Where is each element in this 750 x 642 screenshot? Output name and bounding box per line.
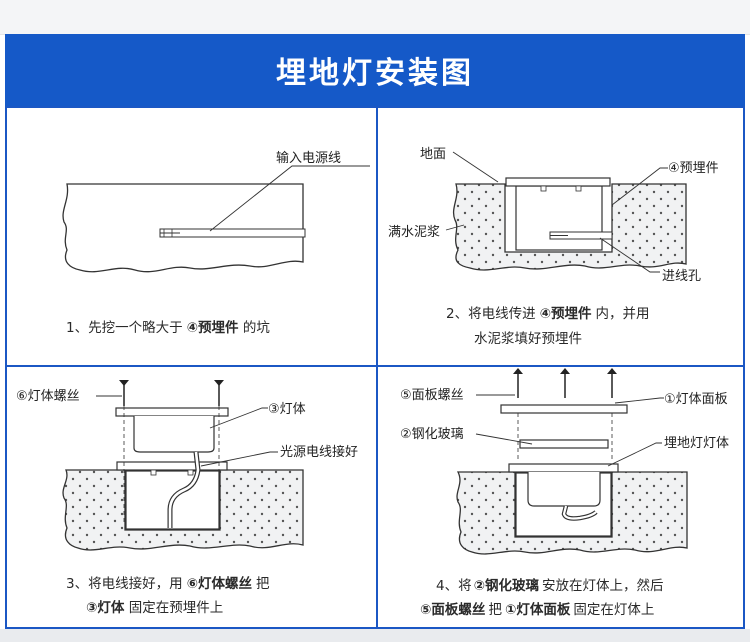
caption-bold: ①灯体面板 [505, 601, 571, 618]
connect-wire-label: 光源电线接好 [280, 444, 358, 460]
panel-screw-middle [560, 368, 570, 398]
caption-bold: ③灯体 [86, 599, 125, 616]
ground-label: 地面 [420, 147, 446, 162]
panel-2-caption-line2: 水泥浆填好预埋件 [474, 331, 582, 347]
caption-text: 固定在灯体上 [573, 602, 654, 618]
vertical-divider [376, 106, 378, 629]
caption-text: 安放在灯体上，然后 [542, 577, 664, 594]
lamp-flange [115, 407, 229, 417]
panel-3-caption-line2: ③灯体 固定在预埋件上 [86, 599, 223, 616]
lamp-body [527, 472, 601, 507]
embedded-part [515, 185, 603, 251]
lamp-flange [508, 463, 619, 473]
caption-text: 2、将电线传进 [446, 306, 536, 322]
input-power-wire-label: 输入电源线 [276, 150, 341, 166]
concrete-block [62, 469, 304, 551]
leader-line [209, 407, 268, 429]
face-panel-label: ①灯体面板 [664, 392, 728, 407]
leader-line [607, 442, 662, 467]
diagram-frame [5, 106, 745, 629]
caption-bold: ④预埋件 [187, 319, 239, 336]
caption-bold: ⑥灯体螺丝 [187, 575, 253, 592]
concrete-block [452, 183, 687, 271]
page-title: 埋地灯安装图 [276, 56, 474, 91]
leader-line [475, 433, 533, 445]
body-screw-label: ⑥灯体螺丝 [16, 389, 80, 404]
caption-text: 固定在预埋件上 [124, 600, 223, 616]
ground-surface [505, 177, 611, 187]
leader-line [452, 151, 499, 183]
power-cable [159, 228, 306, 238]
horizontal-divider [5, 365, 745, 367]
leader-line [200, 451, 278, 467]
title-banner: 埋地灯安装图 [5, 34, 745, 106]
screw-left [119, 380, 129, 525]
tab [187, 469, 194, 476]
tab [575, 185, 582, 192]
caption-text: 4、将 [436, 578, 472, 594]
bottom-strip [0, 629, 750, 642]
leader-line [614, 397, 664, 404]
leader-line [611, 167, 668, 206]
lamp-body-label: 埋地灯灯体 [664, 436, 729, 451]
screw-right [214, 380, 224, 525]
caption-text: 1、先挖一个略大于 [66, 320, 183, 336]
caption-text: 内，并用 [596, 306, 650, 322]
ground-block [62, 183, 304, 273]
power-cable [549, 231, 613, 240]
caption-bold: ④预埋件 [540, 305, 592, 322]
panel-screw-label: ⑤面板螺丝 [400, 388, 464, 403]
lamp-body [133, 416, 215, 453]
tempered-glass [519, 439, 609, 449]
ground-surface [116, 461, 228, 471]
caption-text: 把 [256, 576, 270, 592]
leader-line [445, 224, 465, 231]
face-panel [500, 404, 628, 414]
caption-text: 把 [488, 602, 502, 618]
caption-text: 的坑 [239, 320, 270, 336]
tempered-glass-label: ②钢化玻璃 [400, 427, 464, 442]
panel-screw-left [513, 368, 523, 462]
leader-line [599, 237, 660, 273]
lamp-body-label: ③灯体 [268, 402, 306, 417]
tab [150, 469, 157, 476]
inlet-hole-label: 进线孔 [662, 269, 701, 284]
embedded-part-label: ④预埋件 [668, 161, 719, 176]
caption-bold: ⑤面板螺丝 [420, 601, 486, 618]
leader-line [209, 165, 370, 232]
caption-bold: ②钢化玻璃 [474, 577, 540, 594]
tab [540, 185, 547, 192]
panel-screw-right [607, 368, 617, 462]
cement-label: 满水泥浆 [388, 225, 440, 240]
caption-text: 3、将电线接好，用 [66, 575, 183, 592]
concrete-block [456, 471, 688, 555]
